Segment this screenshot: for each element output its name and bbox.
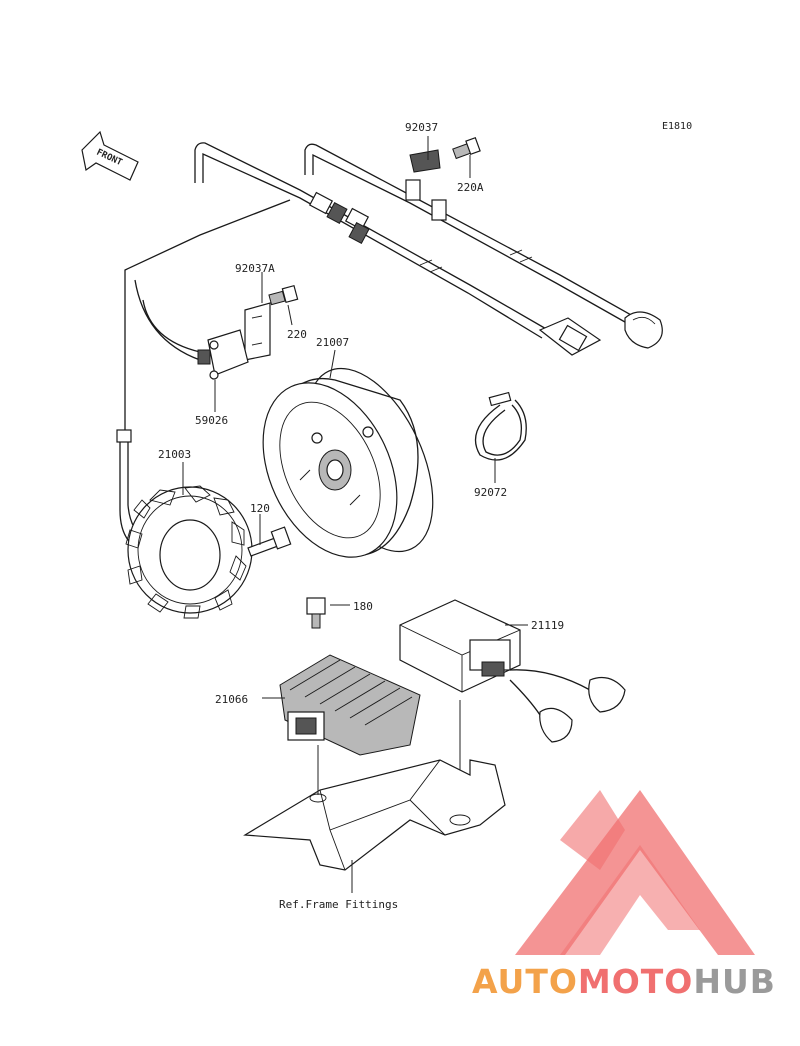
watermark-logo: AUTOMOTOHUB [472,790,776,1001]
bolt-220 [268,284,299,306]
clamp-92037 [405,149,447,221]
pickup-coil-59026 [197,329,249,380]
regulator-21066 [279,654,421,756]
part-labels: 92037 220A 92037A 220 21007 59026 92072 … [158,121,564,911]
reference-note: Ref.Frame Fittings [279,898,398,911]
label-21003: 21003 [158,448,191,461]
cdi-unit-21119 [399,599,626,743]
bolt-220A [452,136,481,160]
label-220: 220 [287,328,307,341]
label-180: 180 [353,600,373,613]
label-92037A: 92037A [235,262,275,275]
label-92072: 92072 [474,486,507,499]
bolt-180 [306,597,326,629]
label-220A: 220A [457,181,484,194]
bolt-120 [247,526,292,557]
stator-21003 [125,485,253,619]
watermark-hub: HUB [693,962,776,1001]
label-21119: 21119 [531,619,564,632]
rotor-21007 [262,367,434,558]
bracket-92037A [244,302,271,361]
diagram-code: E1810 [662,121,692,132]
front-arrow: FRONT [81,130,139,181]
label-92037: 92037 [405,121,438,134]
label-120: 120 [250,502,270,515]
watermark-moto: MOTO [578,962,693,1001]
frame-fitting-bracket [243,759,506,871]
label-21066: 21066 [215,693,248,706]
label-21007: 21007 [316,336,349,349]
band-92072 [474,391,527,461]
leader-lines [182,136,528,893]
watermark-text: AUTOMOTOHUB [472,962,776,1001]
wiring-harness [194,142,663,356]
watermark-auto: AUTO [472,962,578,1001]
label-59026: 59026 [195,414,228,427]
